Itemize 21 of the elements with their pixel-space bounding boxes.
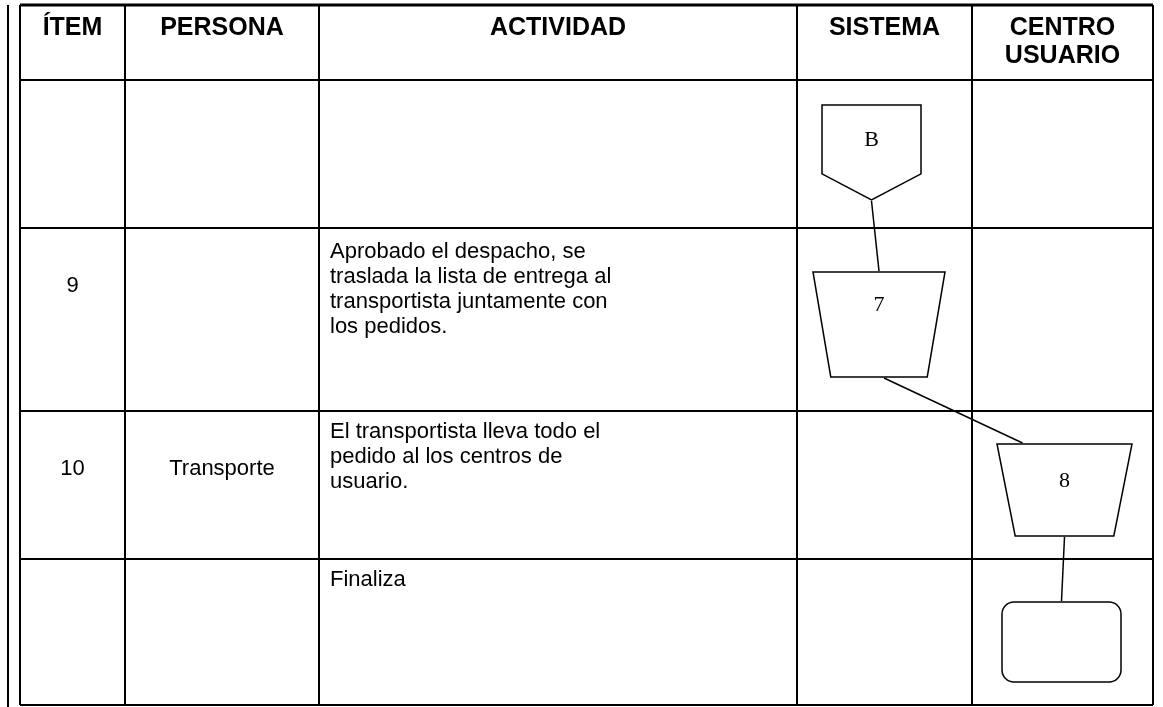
connector-line — [870, 200, 880, 272]
activity-text: Aprobado el despacho, se traslada la lista de entrega al transportista juntamente con los pedidos. — [330, 238, 613, 338]
manual-operation-trapezoid — [996, 443, 1133, 537]
column-header: PERSONA — [159, 12, 285, 40]
manual-operation-trapezoid — [812, 271, 946, 378]
activity-text: El transportista lleva todo el pedido al los centros de usuario. — [330, 418, 602, 493]
step-number: 8 — [1058, 467, 1071, 493]
column-header: ÍTEM — [41, 12, 104, 40]
column-header: CENTRO USUARIO — [1003, 12, 1122, 68]
terminator-box — [1001, 601, 1122, 683]
step-number: B — [863, 126, 880, 152]
item-number: 9 — [65, 272, 80, 297]
connector-line — [1060, 536, 1066, 602]
connector-line — [883, 377, 1024, 444]
off-page-connector — [821, 104, 922, 201]
column-header: SISTEMA — [827, 12, 942, 40]
column-header: ACTIVIDAD — [488, 12, 628, 40]
activity-text: Finaliza — [330, 566, 407, 591]
item-number: 10 — [59, 455, 86, 480]
step-number: 7 — [872, 291, 886, 317]
person-name: Transporte — [168, 455, 276, 480]
